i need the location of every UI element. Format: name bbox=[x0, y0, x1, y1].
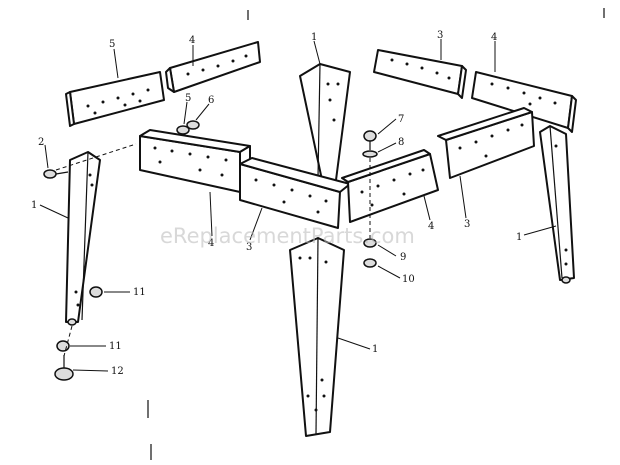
apron-rail-top-left-inner bbox=[165, 41, 261, 93]
washer-part-6 bbox=[186, 120, 200, 130]
callout-11-upper: 11 bbox=[133, 287, 146, 298]
apron-rail-middle-left bbox=[139, 129, 251, 193]
leg-left bbox=[65, 151, 101, 326]
callout-4-middle-left: 4 bbox=[208, 238, 214, 249]
nut-part-5 bbox=[176, 125, 190, 135]
nut-part-11-upper bbox=[89, 286, 103, 298]
washer-part-10 bbox=[363, 258, 377, 268]
callout-1-bottom: 1 bbox=[372, 344, 378, 355]
washer-part-8 bbox=[362, 150, 378, 158]
callout-3-middle-right: 3 bbox=[464, 219, 470, 230]
apron-rail-middle-right bbox=[341, 149, 439, 223]
leg-right bbox=[539, 125, 575, 284]
callout-10: 10 bbox=[402, 274, 415, 285]
callout-7: 7 bbox=[398, 114, 404, 125]
leg-top-center bbox=[299, 63, 351, 181]
callout-4-top-left: 4 bbox=[189, 35, 195, 46]
callout-1-top-center: 1 bbox=[311, 32, 317, 43]
callout-1-left: 1 bbox=[31, 200, 37, 211]
callout-8: 8 bbox=[398, 137, 404, 148]
callout-6-hardware: 6 bbox=[208, 95, 214, 106]
callout-12: 12 bbox=[111, 366, 124, 377]
apron-rail-right bbox=[437, 107, 535, 179]
callout-5-top-left: 5 bbox=[109, 39, 115, 50]
carriage-bolt-part-7 bbox=[363, 130, 377, 150]
callout-2: 2 bbox=[38, 137, 44, 148]
watermark: eReplacementParts.com bbox=[160, 224, 415, 248]
leader-lines bbox=[39, 39, 557, 372]
bolt-part-2 bbox=[43, 169, 69, 179]
callout-11-lower: 11 bbox=[109, 341, 122, 352]
apron-rail-top-right-inner bbox=[373, 49, 467, 99]
nut-part-9 bbox=[363, 238, 377, 248]
leveling-foot-part-12 bbox=[54, 355, 74, 381]
callout-1-right: 1 bbox=[516, 232, 522, 243]
alignment-line-foot bbox=[63, 325, 73, 357]
callout-4-top-right: 4 bbox=[491, 32, 497, 43]
leg-bottom-center bbox=[289, 237, 345, 437]
callout-3-middle-center: 3 bbox=[246, 242, 252, 253]
callout-5-hardware: 5 bbox=[185, 93, 191, 104]
callout-9: 9 bbox=[400, 252, 406, 263]
callout-4-middle-right: 4 bbox=[428, 221, 434, 232]
callout-3-top-right: 3 bbox=[437, 30, 443, 41]
apron-rail-top-right-outer bbox=[471, 71, 577, 133]
alignment-line-bolt-2 bbox=[55, 143, 137, 171]
apron-rail-top-left-outer bbox=[65, 71, 165, 127]
apron-rail-middle-center bbox=[239, 157, 351, 229]
